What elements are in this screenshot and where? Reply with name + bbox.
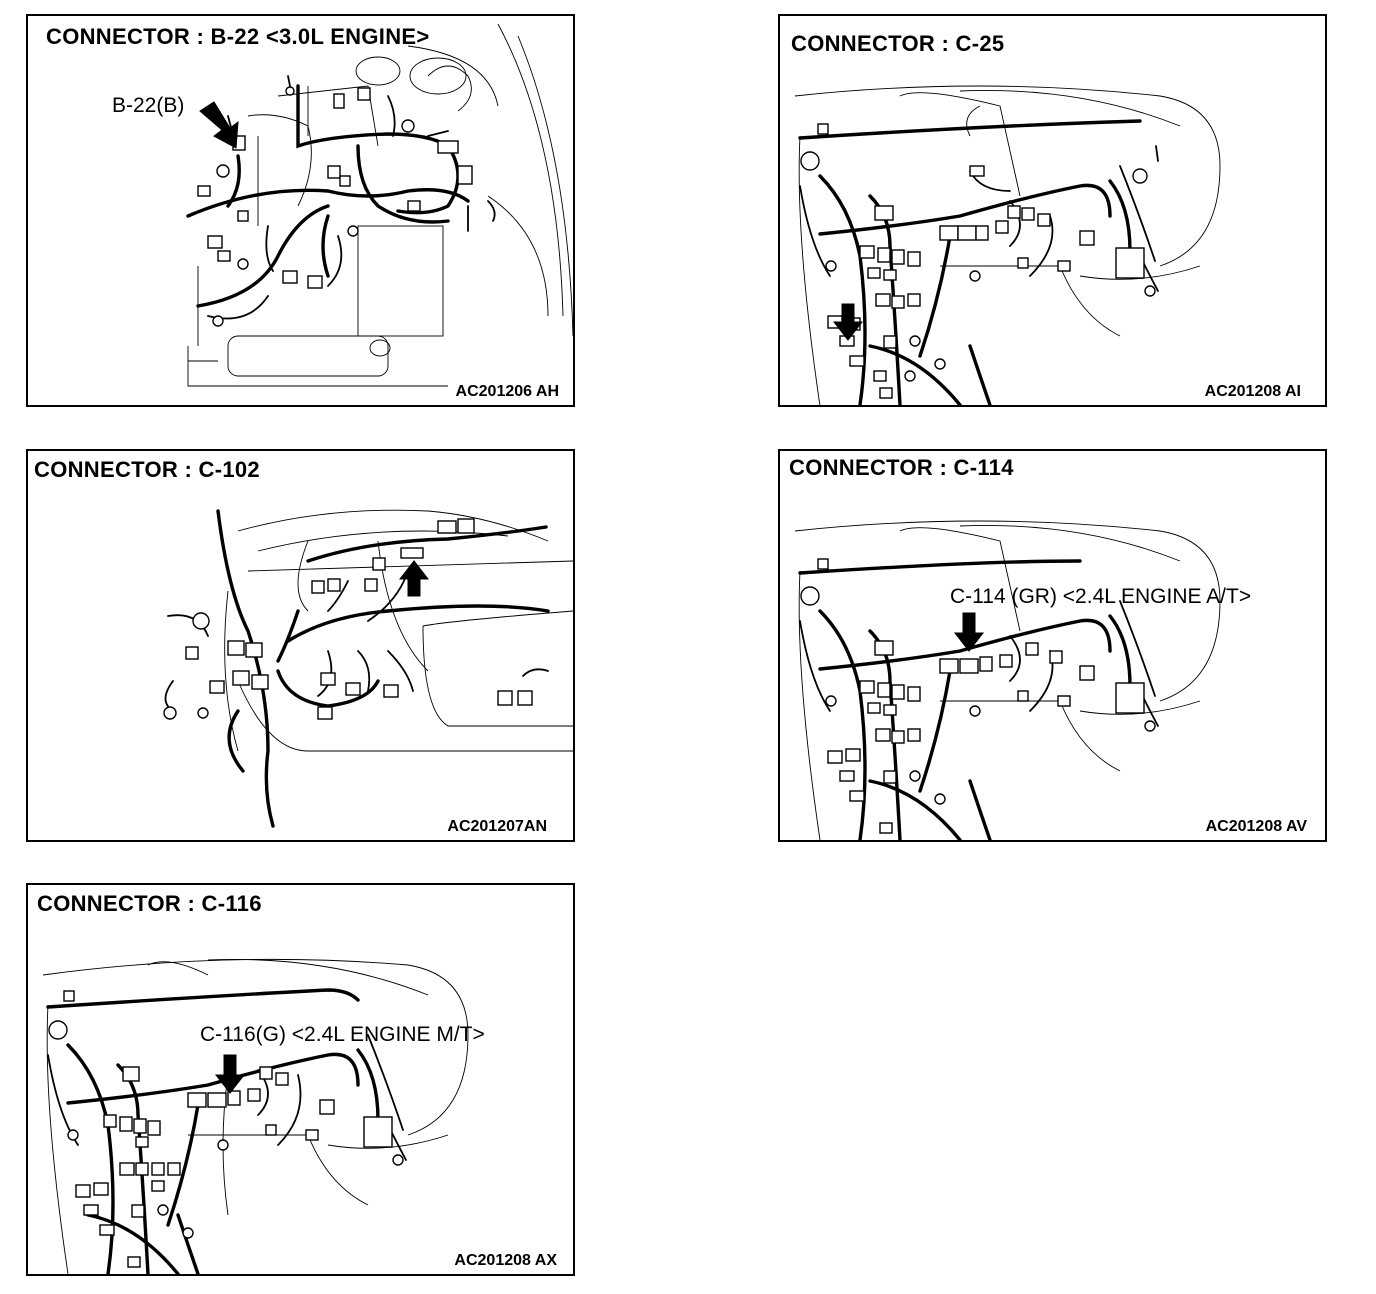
pointer-arrow — [832, 303, 864, 341]
pointer-arrow — [398, 560, 430, 597]
connector-callout: B-22(B) — [112, 94, 185, 117]
pointer-arrow — [199, 101, 239, 149]
panel-title: CONNECTOR : C-102 — [34, 457, 260, 482]
dashboard-harness-drawing — [794, 520, 1221, 840]
connector-callout: C-116(G) <2.4L ENGINE M/T> — [200, 1023, 485, 1046]
diagram-panel-c25: CONNECTOR : C-25 AC201208 AI — [778, 14, 1327, 407]
diagram-panel-c102: CONNECTOR : C-102 AC201207AN — [26, 449, 575, 842]
panel-title: CONNECTOR : C-25 — [791, 31, 1005, 56]
pointer-arrow — [214, 1054, 246, 1094]
panel-title: CONNECTOR : C-114 — [789, 455, 1014, 480]
figure-code: AC201208 AV — [1205, 818, 1307, 835]
diagram-panel-b22: CONNECTOR : B-22 <3.0L ENGINE> B-22(B) A… — [26, 14, 575, 407]
diagram-panel-c114: CONNECTOR : C-114 C-114 (GR) <2.4L ENGIN… — [778, 449, 1327, 842]
figure-code: AC201208 AX — [454, 1252, 557, 1269]
connector-callout: C-114 (GR) <2.4L ENGINE A/T> — [950, 585, 1252, 608]
figure-code: AC201206 AH — [455, 383, 559, 400]
dashboard-harness-drawing — [163, 509, 573, 828]
dashboard-harness-drawing — [42, 958, 469, 1274]
diagram-panel-c116: CONNECTOR : C-116 C-116(G) <2.4L ENGINE … — [26, 883, 575, 1276]
dashboard-harness-drawing — [794, 85, 1221, 405]
engine-bay-drawing — [186, 23, 573, 387]
figure-code: AC201208 AI — [1204, 383, 1301, 400]
pointer-arrow — [953, 612, 985, 652]
figure-code: AC201207AN — [447, 818, 547, 835]
panel-title: CONNECTOR : B-22 <3.0L ENGINE> — [46, 24, 430, 49]
panel-title: CONNECTOR : C-116 — [37, 891, 262, 916]
